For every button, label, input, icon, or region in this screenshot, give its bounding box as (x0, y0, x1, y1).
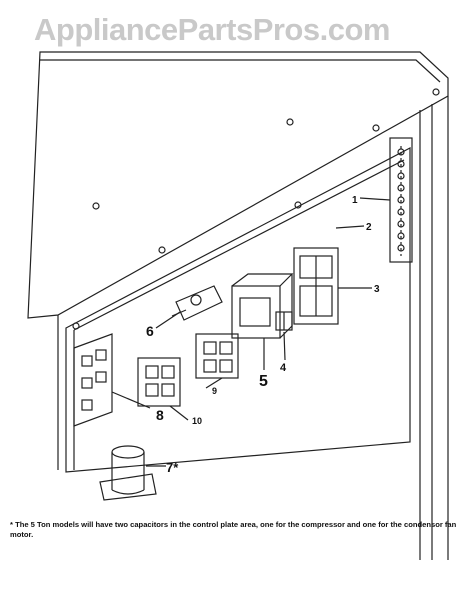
screw-icon (72, 322, 80, 330)
cabinet-top-inner (40, 59, 441, 83)
terminal-strip (389, 137, 413, 263)
capacitor (99, 445, 157, 501)
callout-2: 2 (366, 222, 372, 233)
callout-5: 5 (259, 373, 268, 390)
control-plate (65, 147, 411, 473)
relay-10 (137, 357, 181, 407)
callout-4: 4 (280, 362, 287, 374)
callout-1: 1 (352, 195, 358, 206)
watermark-text: AppliancePartsPros.com (34, 12, 390, 47)
callout-8: 8 (156, 407, 164, 423)
screw-icon (432, 88, 440, 96)
relay-small (275, 311, 293, 331)
leader-line-1 (359, 197, 391, 201)
leader-line-2 (335, 225, 365, 229)
switch-component (171, 285, 223, 321)
circuit-board (73, 333, 113, 427)
leader-line-6 (155, 311, 181, 329)
leader-line-4 (283, 331, 286, 361)
callout-3: 3 (374, 284, 380, 295)
leader-line-9 (205, 377, 223, 389)
contactor (293, 247, 339, 325)
cabinet-top-edge (27, 51, 449, 319)
screw-icon (92, 202, 100, 210)
callout-9: 9 (212, 386, 217, 396)
footnote-text: * The 5 Ton models will have two capacit… (10, 520, 457, 539)
leader-line-10 (169, 405, 189, 421)
callout-7: 7* (166, 460, 179, 475)
screw-icon (158, 246, 166, 254)
callout-10: 10 (192, 416, 202, 426)
screw-icon (372, 124, 380, 132)
screw-icon (286, 118, 294, 126)
transformer (231, 273, 294, 339)
relay-9 (195, 333, 239, 379)
callout-6: 6 (146, 323, 154, 339)
screw-icon (294, 201, 302, 209)
leader-line-8 (111, 391, 151, 409)
